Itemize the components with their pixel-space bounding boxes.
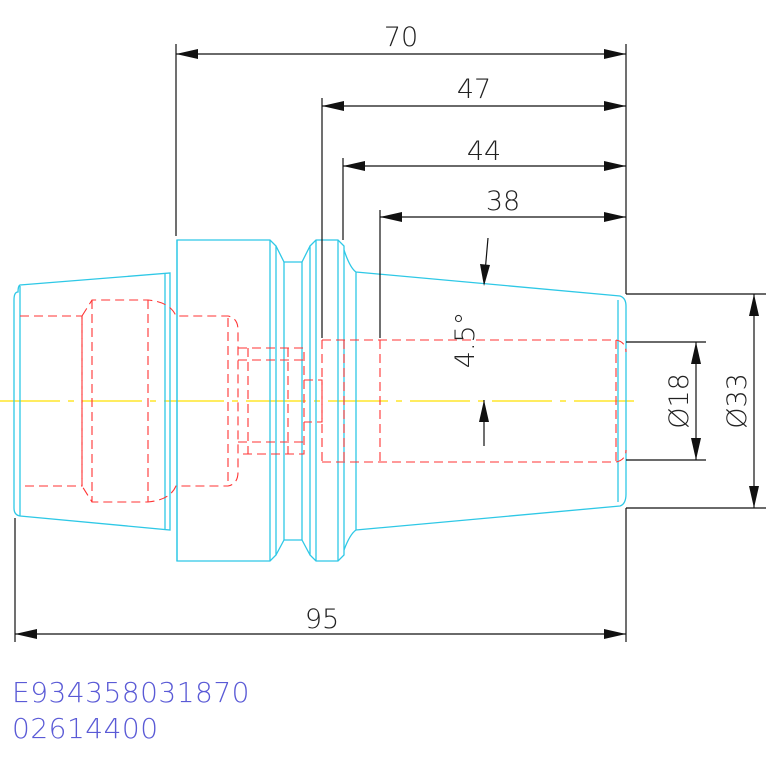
order-code: 02614400 [12, 712, 159, 745]
internal-bore-hidden-lines [20, 299, 627, 503]
dimension-dia33-label: Ø33 [722, 373, 753, 429]
dimension-angle: 4.5° [450, 237, 490, 446]
dimension-44-label: 44 [467, 136, 501, 167]
dimension-angle-label: 4.5° [450, 312, 481, 368]
dimension-dia18-label: Ø18 [664, 373, 695, 429]
dimension-95-label: 95 [305, 604, 339, 635]
dimension-47: 47 [321, 74, 626, 338]
dimension-70-label: 70 [384, 22, 418, 53]
dimension-dia18: Ø18 [626, 341, 706, 461]
part-outline [13, 239, 627, 562]
dimension-47-label: 47 [457, 74, 491, 105]
dimension-95: 95 [14, 508, 627, 642]
part-code: E934358031870 [12, 676, 250, 709]
dimension-70: 70 [175, 22, 627, 294]
dimension-44: 44 [342, 136, 626, 240]
dimension-38-label: 38 [486, 186, 520, 217]
dimension-dia33: Ø33 [626, 293, 766, 509]
dimension-38: 38 [379, 186, 626, 338]
